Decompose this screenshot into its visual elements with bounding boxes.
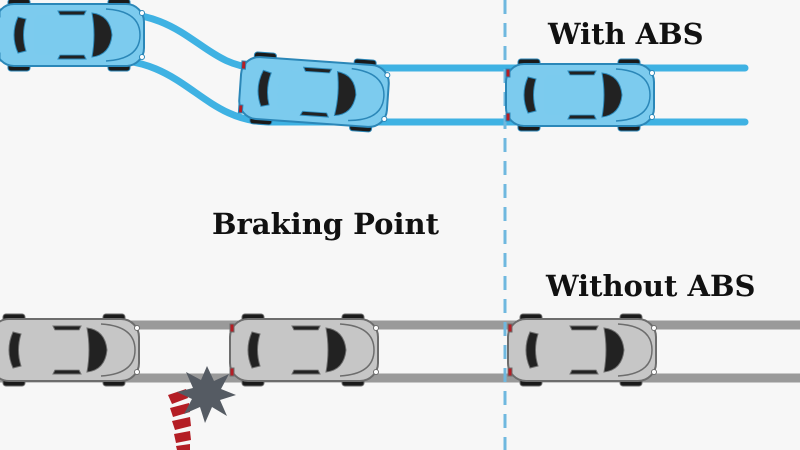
no-abs-car-1: [0, 313, 141, 387]
abs-car-3: [505, 58, 656, 132]
skid-mark-icon: [168, 389, 191, 450]
car-top-view-icon: [505, 58, 656, 132]
impact-burst-icon: [177, 366, 236, 423]
no-abs-car-3: [507, 313, 658, 387]
abs-car-1: [0, 0, 146, 72]
braking-point-label: Braking Point: [212, 207, 440, 241]
with-abs-label: With ABS: [548, 17, 704, 51]
car-top-view-icon: [236, 49, 392, 135]
car-top-view-icon: [0, 313, 141, 387]
without-abs-label: Without ABS: [546, 269, 756, 303]
car-top-view-icon: [507, 313, 658, 387]
car-top-view-icon: [229, 313, 380, 387]
no-abs-car-2: [229, 313, 380, 387]
abs-car-2: [236, 49, 392, 135]
car-top-view-icon: [0, 0, 146, 72]
